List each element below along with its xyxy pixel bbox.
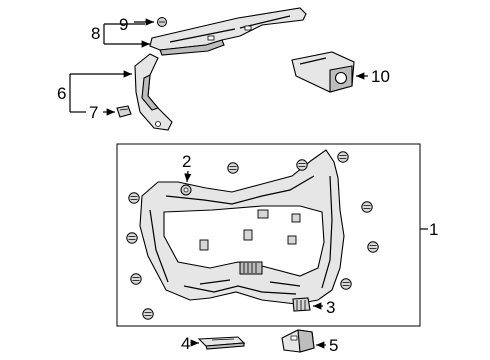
- side-pillar-garnish: [134, 53, 173, 131]
- cover-part-5: [281, 329, 315, 353]
- callout-2: 2: [182, 152, 191, 171]
- upper-back-door-garnish: [149, 7, 307, 56]
- callout-8: 8: [91, 24, 100, 43]
- callout-4: 4: [181, 334, 190, 353]
- callout-6: 6: [57, 84, 66, 103]
- callout-3: 3: [326, 298, 335, 317]
- callout-7: 7: [89, 103, 98, 122]
- leader-lines: [69, 18, 428, 349]
- clip-part-7: [116, 105, 132, 118]
- clip-part-2: [180, 184, 192, 196]
- clip-part-9: [157, 17, 167, 27]
- callout-1: 1: [429, 220, 438, 239]
- callout-10: 10: [371, 67, 390, 86]
- back-door-switch-part-10: [291, 51, 355, 93]
- back-door-trim-board: [139, 149, 345, 305]
- callout-5: 5: [329, 336, 338, 355]
- handle-part-4: [197, 336, 246, 350]
- bracket-part-3: [292, 297, 311, 312]
- callout-9: 9: [119, 15, 128, 34]
- assembly-frame: [116, 143, 421, 327]
